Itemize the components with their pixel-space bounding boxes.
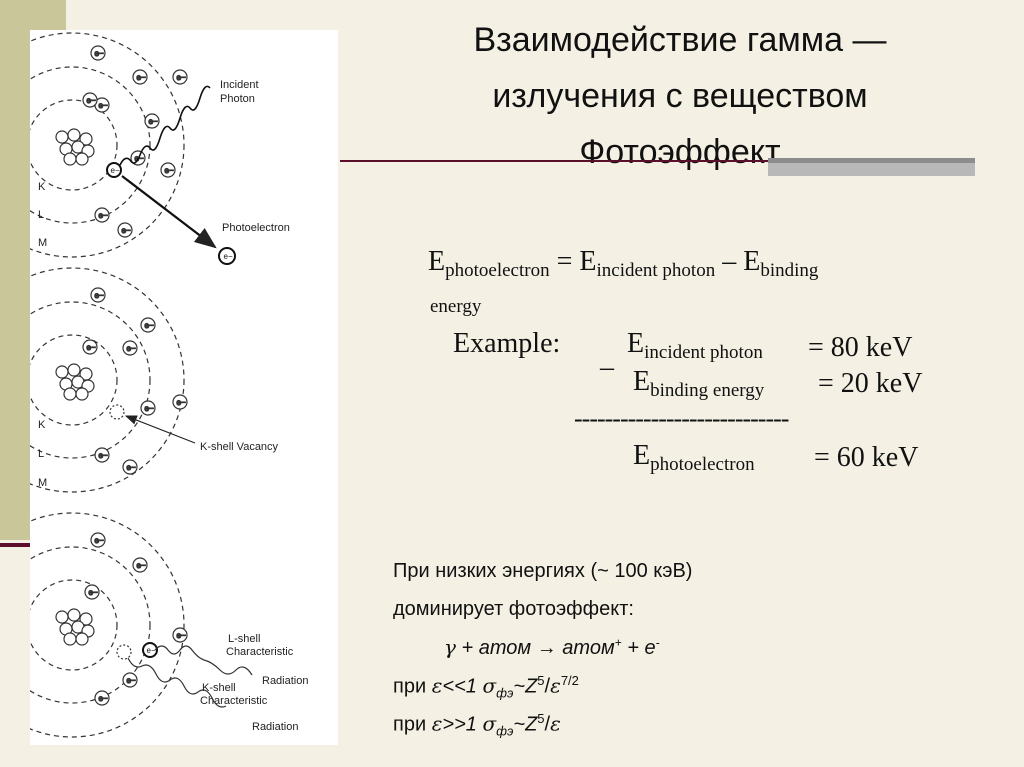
note-line-3: γ + атом → атом+ + е- (444, 635, 660, 660)
photoelectron-arrow (122, 176, 215, 247)
example-value-photoelectron: = 60 keV (814, 442, 918, 474)
example-row-photoelectron: Ephotoelectron (633, 440, 755, 472)
electron-label: e− (99, 451, 108, 460)
atom-3: e− e− e− e− e− e− L-shell Characteristic Radi… (30, 513, 308, 737)
example-dashes: ---------------------------- (574, 404, 788, 434)
nucleus (56, 129, 94, 165)
shell-m-label: M (38, 237, 47, 249)
electron-label: e− (99, 694, 108, 703)
electron-label: e− (147, 646, 156, 655)
example-value-binding: = 20 keV (818, 368, 922, 400)
svg-text:Radiation: Radiation (252, 721, 298, 733)
example-value-incident: = 80 keV (808, 332, 912, 364)
electron-label: e− (99, 101, 108, 110)
electron-label: e− (87, 343, 96, 352)
shell-m-label: M (38, 477, 47, 489)
electron-label: e− (127, 463, 136, 472)
lshell-char-label: L-shell (228, 633, 260, 645)
electron-label: e− (177, 398, 186, 407)
electron-label: e− (145, 404, 154, 413)
title-line-1: Взаимодействие гамма — (340, 12, 1020, 68)
equation-energy-word: energy (430, 296, 481, 318)
electron-label: e− (177, 631, 186, 640)
electron-label: e− (95, 49, 104, 58)
kshell-char-label: K-shell (202, 682, 236, 694)
svg-text:Characteristic: Characteristic (200, 695, 268, 707)
note-line-1: При низких энергиях (~ 100 кэВ) (393, 560, 692, 583)
nucleus (56, 364, 94, 400)
incident-photon-label-2: Photon (220, 93, 255, 105)
slide-title: Взаимодействие гамма — излучения с вещес… (340, 12, 1020, 180)
nucleus (56, 609, 94, 645)
title-divider-accent-dark (768, 158, 975, 163)
electron-label: e− (177, 73, 186, 82)
electron-label: e− (149, 117, 158, 126)
note-line-5: при ε>>1 σфэ~Z5/ε (393, 711, 561, 739)
electron-label: e− (89, 588, 98, 597)
electron-label: e− (95, 536, 104, 545)
photoelectron-label: Photoelectron (222, 222, 290, 234)
atom-2: e− e− e− e− e− e− e− e− K-shell Vacancy K L M (30, 268, 279, 492)
shell-l-label: L (38, 448, 44, 460)
svg-text:Characteristic: Characteristic (226, 646, 294, 658)
electron-label: e− (145, 321, 154, 330)
example-minus: – (600, 352, 614, 384)
atom-1: e−e−e−e−e−e−e−e−e−e− Incident Photon Pho… (30, 33, 290, 264)
electron-label: e− (127, 344, 136, 353)
electron-label: e− (127, 676, 136, 685)
electron-label: e− (99, 211, 108, 220)
shell-k-label: K (38, 419, 46, 431)
svg-text:Radiation: Radiation (262, 675, 308, 687)
k-shell-vacancy (110, 405, 124, 419)
photoeffect-diagram: e− e− e− e− e− e− e− e− e− e− Incident Photon Pho… (30, 30, 338, 745)
shell-k-label: K (38, 181, 46, 193)
note-line-4: при ε<<1 σфэ~Z5/ε7/2 (393, 673, 579, 701)
photoelectron-equation: Ephotoelectron = Eincident photon – Ebin… (428, 246, 818, 278)
incident-photon-label: Incident (220, 79, 259, 91)
electron-label: e− (122, 226, 131, 235)
electron-label: e− (165, 166, 174, 175)
shell-l-label: L (38, 209, 44, 221)
electron-label: e− (137, 561, 146, 570)
example-row-incident: Eincident photon (627, 328, 763, 360)
example-row-binding: Ebinding energy (633, 366, 764, 398)
kshell-vacancy-label: K-shell Vacancy (200, 441, 279, 453)
note-line-2: доминирует фотоэффект: (393, 598, 634, 621)
electron-label: e− (95, 291, 104, 300)
electron-label: e− (137, 73, 146, 82)
electron-label: e− (224, 252, 233, 261)
electron-label: e− (111, 166, 120, 175)
example-label: Example: (453, 328, 560, 360)
title-line-2: излучения с веществом (340, 68, 1020, 124)
electron-label: e− (87, 96, 96, 105)
